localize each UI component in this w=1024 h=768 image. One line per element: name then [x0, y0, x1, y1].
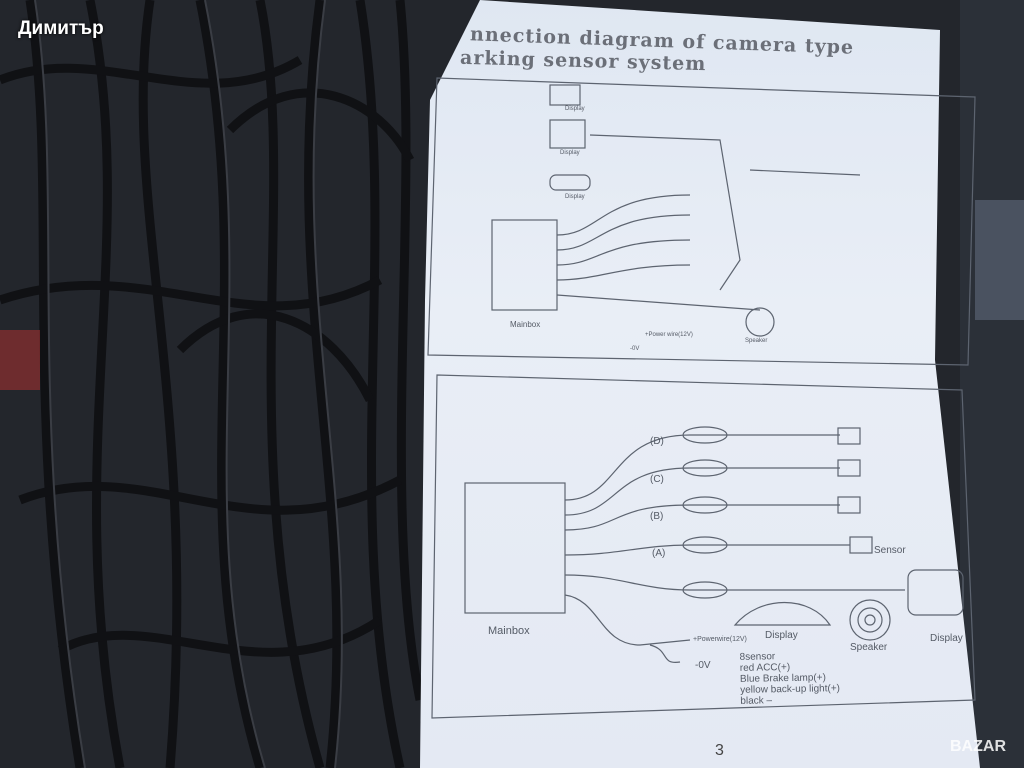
channel-a-label: (A)	[652, 548, 666, 559]
top-diagram-frame	[427, 77, 976, 366]
legend-line: black –	[740, 695, 773, 707]
top-ground-label: -0V	[630, 346, 640, 352]
top-display1-label: Display	[565, 106, 585, 112]
speaker-label: Speaker	[850, 642, 888, 653]
top-mainbox	[491, 219, 558, 311]
page-number: 3	[715, 742, 724, 759]
channel-c-label: (C)	[650, 474, 664, 485]
watermark-logo: BAZAR	[950, 738, 1006, 755]
mainbox-label: Mainbox	[488, 625, 530, 637]
legend-line: yellow back-up light(+)	[740, 683, 841, 696]
power-wire-label: +Powerwire(12V)	[693, 636, 747, 643]
display-bar-icon	[733, 601, 832, 626]
top-display2-label: Display	[560, 150, 580, 156]
bottom-mainbox	[464, 482, 566, 614]
manual-page	[420, 0, 980, 768]
uploader-name: Димитър	[18, 18, 104, 39]
channel-d-label: (D)	[650, 436, 664, 447]
cable-coils	[0, 0, 425, 768]
speaker-icon	[849, 599, 891, 641]
wire-color-legend: 8sensor red ACC(+) Blue Brake lamp(+) ye…	[740, 650, 841, 707]
top-power-label: +Power wire(12V)	[645, 332, 693, 338]
sensor-label: Sensor	[874, 545, 906, 556]
channel-b-label: (B)	[650, 511, 664, 522]
bottom-diagram-frame	[431, 374, 976, 719]
top-mainbox-label: Mainbox	[510, 320, 541, 329]
monitor-display-icon	[907, 569, 964, 616]
display-bar-label: Display	[765, 630, 798, 641]
ground-label: -0V	[695, 660, 711, 671]
top-speaker-label: Speaker	[745, 338, 768, 344]
monitor-display-label: Display	[930, 633, 963, 644]
top-display3-label: Display	[565, 194, 585, 200]
